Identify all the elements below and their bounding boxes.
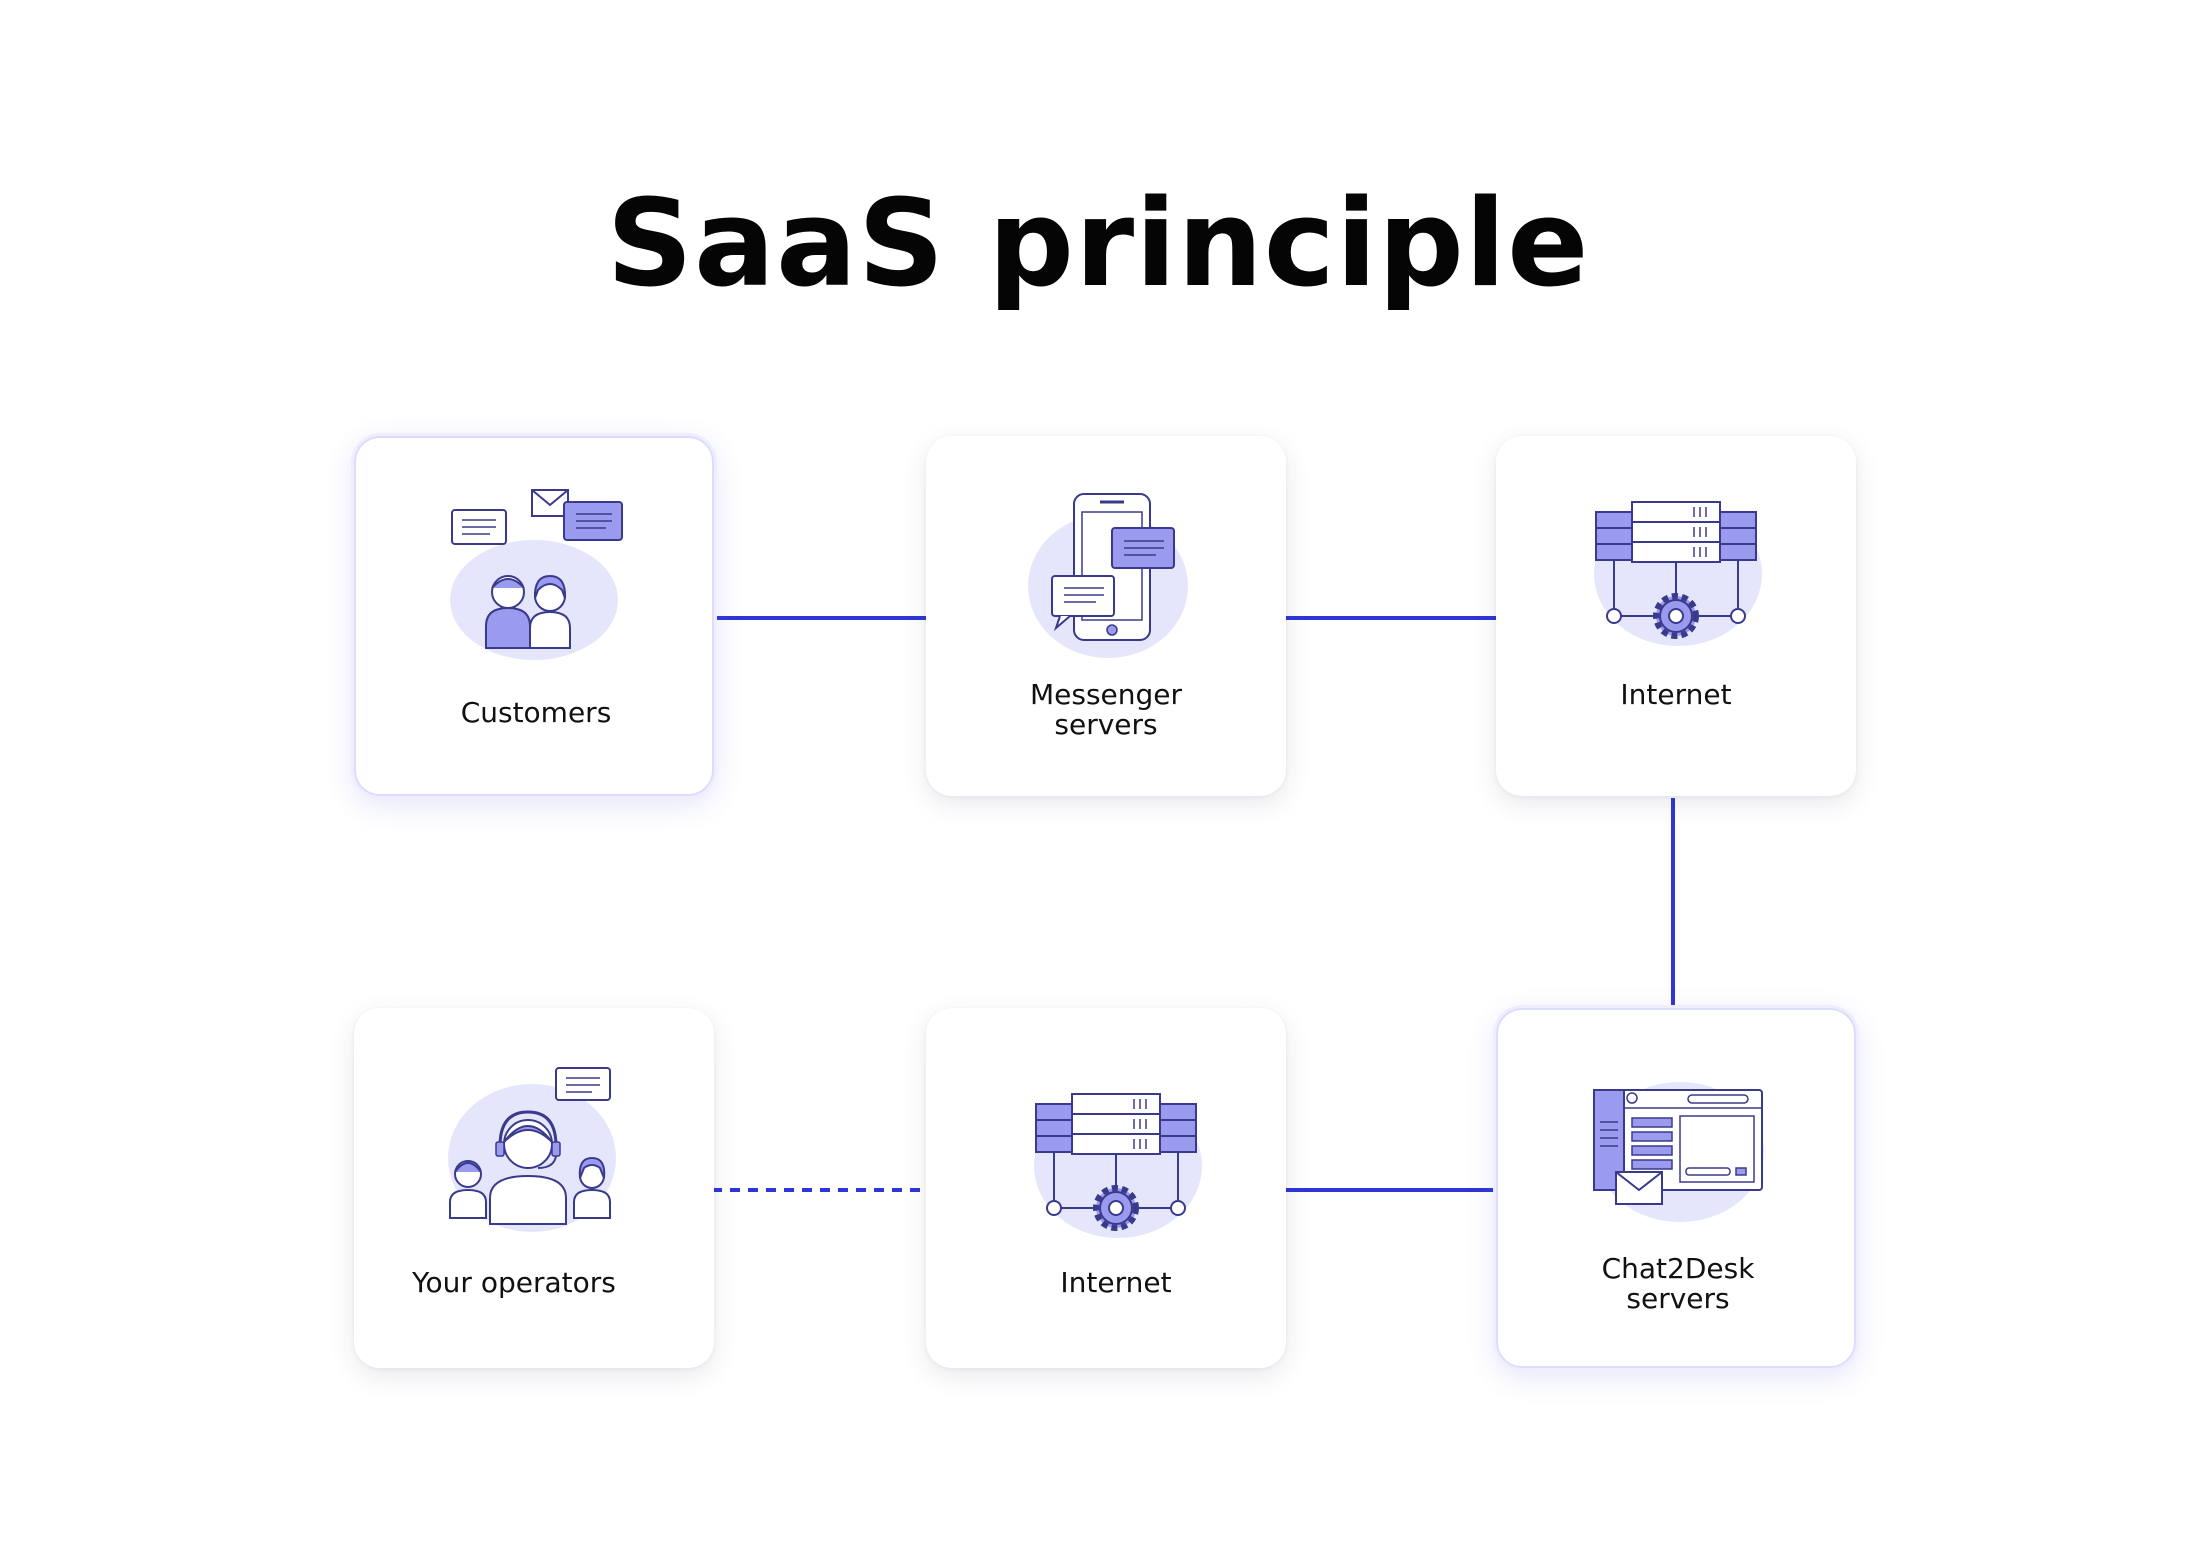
- node-label: Chat2Desk servers: [1601, 1252, 1755, 1315]
- node-label: Internet: [1620, 678, 1732, 711]
- customers-icon: [450, 489, 623, 660]
- node-customers: Customers: [354, 436, 714, 796]
- node-internet-top: Internet: [1496, 436, 1856, 796]
- node-label: Messenger servers: [1029, 678, 1183, 741]
- web-app-mail-icon: [1593, 1082, 1764, 1222]
- node-label: Internet: [1060, 1266, 1172, 1299]
- page-title: SaaS principle: [606, 175, 1590, 314]
- node-internet-bottom: Internet: [926, 1008, 1286, 1368]
- node-label: Customers: [460, 696, 612, 729]
- node-chat2desk-servers: Chat2Desk servers: [1496, 1008, 1856, 1368]
- smartphone-chat-icon: [1028, 493, 1188, 658]
- support-operators-icon: [448, 1067, 616, 1232]
- node-label: Your operators: [412, 1266, 616, 1299]
- node-messenger-servers: Messenger servers: [926, 436, 1286, 796]
- server-network-icon: [1594, 501, 1762, 646]
- node-your-operators: Your operators: [354, 1008, 714, 1368]
- server-network-icon: [1034, 1093, 1202, 1238]
